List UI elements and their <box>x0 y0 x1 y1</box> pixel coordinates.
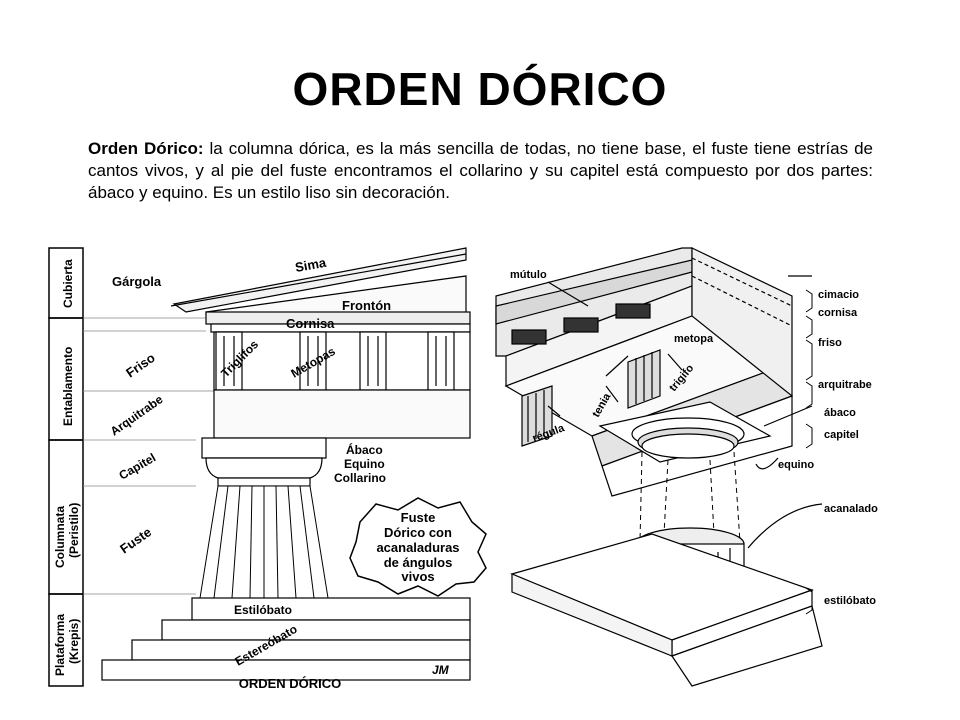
callout-line-4: de ángulos <box>384 555 453 570</box>
label-friso: friso <box>818 337 842 349</box>
projection-lines <box>639 451 741 543</box>
divider-lines <box>83 317 216 595</box>
label-abaco: Ábaco <box>346 442 383 457</box>
section-cubierta: Cubierta <box>61 259 75 308</box>
diagram-caption: ORDEN DÓRICO <box>239 676 342 691</box>
label-equino: Equino <box>344 457 385 471</box>
section-columnata: Columnata <box>53 506 67 568</box>
label-abaco: ábaco <box>824 407 856 419</box>
steps <box>101 597 471 681</box>
label-sima: Sima <box>294 255 328 275</box>
section-peristilo: (Peristilo) <box>67 503 81 558</box>
label-fronton: Frontón <box>342 298 391 313</box>
label-metopa: metopa <box>674 333 714 345</box>
label-capitel: capitel <box>824 429 859 441</box>
label-mutulo: mútulo <box>510 269 547 281</box>
stylobate-slabs <box>510 533 823 687</box>
pediment <box>170 247 471 333</box>
abacus-capital <box>598 401 772 463</box>
label-cimacio: cimacio <box>818 289 859 301</box>
section-plataforma: Plataforma <box>53 614 67 676</box>
label-cornisa: Cornisa <box>286 316 335 331</box>
callout-line-5: vivos <box>401 569 434 584</box>
section-entablamento: Entablamento <box>61 347 75 426</box>
label-acanalado: acanalado <box>824 503 878 515</box>
section-krepis: (Krepis) <box>67 619 81 664</box>
left-diagram-panel: Cubierta Entablamento Columnata (Peristi… <box>46 246 490 692</box>
column-shaft <box>199 485 329 599</box>
label-gargola: Gárgola <box>112 274 162 289</box>
description-paragraph: Orden Dórico: la columna dórica, es la m… <box>88 138 873 204</box>
page-title: ORDEN DÓRICO <box>292 63 668 115</box>
section-column <box>48 247 84 687</box>
right-diagram-svg: mútulo metopa trigifo tenia régula cimac… <box>495 247 878 687</box>
callout-fuste-dorico: Fuste Dórico con acanaladuras de ángulos… <box>349 497 487 597</box>
callout-line-1: Fuste <box>401 510 436 525</box>
left-diagram-svg: Cubierta Entablamento Columnata (Peristi… <box>48 247 487 691</box>
label-estilobato: estilóbato <box>824 595 876 607</box>
label-estilobato: Estilóbato <box>234 603 292 617</box>
right-diagram-panel: mútulo metopa trigifo tenia régula cimac… <box>492 246 922 692</box>
signature: JM <box>432 663 450 677</box>
leader-lines <box>547 281 823 615</box>
label-friso: Friso <box>123 350 158 381</box>
description-text: la columna dórica, es la más sencilla de… <box>88 139 873 202</box>
label-cornisa: cornisa <box>818 307 858 319</box>
label-arquitrabe: arquitrabe <box>818 379 872 391</box>
label-equino: equino <box>778 459 814 471</box>
callout-line-2: Dórico con <box>384 525 452 540</box>
label-capitel: Capitel <box>117 450 159 482</box>
callout-line-3: acanaladuras <box>376 540 459 555</box>
label-collarino: Collarino <box>334 471 386 485</box>
label-fuste: Fuste <box>117 524 154 556</box>
description-term: Orden Dórico: <box>88 139 204 158</box>
frieze <box>213 331 471 439</box>
capital <box>201 437 327 487</box>
label-arquitrabe: Arquitrabe <box>108 392 166 438</box>
